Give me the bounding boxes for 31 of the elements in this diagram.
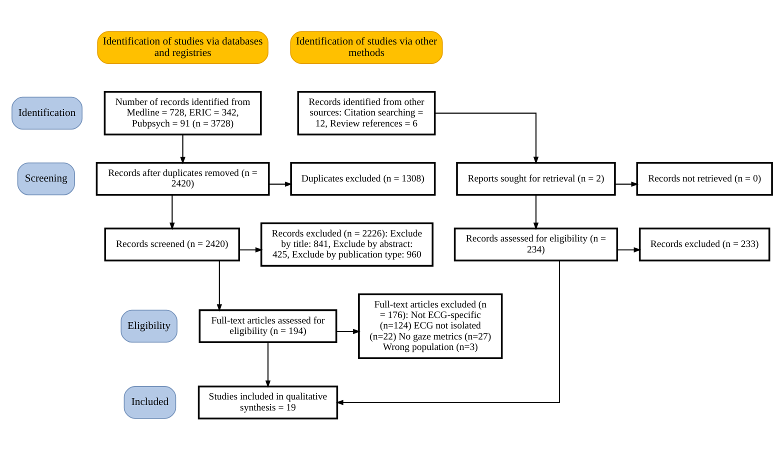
arrow	[617, 247, 642, 252]
arrow	[265, 342, 271, 388]
arrow	[180, 134, 186, 164]
node-box: Records after duplicates removed (n = 2420)	[96, 162, 270, 196]
node-box: Records excluded (n = 233)	[638, 228, 770, 262]
node-box: Screening	[17, 162, 75, 196]
node-box: Studies included in qualitative synthesis = 19	[198, 386, 338, 420]
node-box: Full-text articles assessed for eligibility (n = 194)	[198, 309, 338, 344]
arrow	[533, 195, 539, 230]
arrow	[170, 195, 175, 230]
arrow	[336, 260, 560, 406]
node-box: Reports sought for retrieval (n = 2)	[456, 162, 616, 196]
node-box: Records screened (n = 2420)	[104, 228, 240, 262]
node-box: Records identified from other sources: Citation searching = 12, Review references = 6	[297, 91, 436, 136]
arrow	[336, 328, 361, 334]
arrow	[434, 112, 539, 164]
node-box: Eligibility	[120, 310, 178, 343]
arrow	[268, 182, 292, 187]
arrow	[615, 182, 639, 187]
node-box: Records not retrieved (n = 0)	[636, 162, 773, 196]
node-box: Identification	[12, 96, 83, 130]
node-box: Number of records identified from Medline = 728, ERIC = 342, Pubpsych = 91 (n = 3728)	[104, 91, 262, 136]
node-box: Records excluded (n = 2226): Exclude by title: 841, Exclude by abstract: 425, Exclude by publication type: 960	[260, 222, 434, 267]
arrow	[239, 247, 263, 252]
arrow	[216, 260, 222, 312]
node-box: Identification of studies via other methods	[290, 31, 443, 64]
node-box: Identification of studies via databases and registries	[97, 31, 268, 64]
node-box: Full-text articles excluded (n = 176): Not ECG-specific (n=124) ECG not isolated (n=22) No gaze metrics (n=27) Wrong population (n=3)	[358, 293, 503, 359]
node-box: Included	[124, 386, 176, 419]
node-box: Records assessed for eligibility (n = 234)	[454, 228, 618, 262]
node-box: Duplicates excluded (n = 1308)	[290, 162, 436, 196]
